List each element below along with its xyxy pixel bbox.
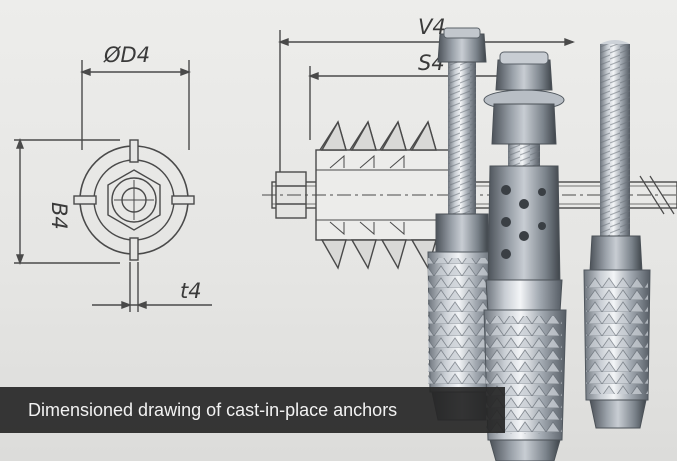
anchor-photo-left [427,27,497,421]
anchor-photo-right [583,40,651,429]
caption-bar: Dimensioned drawing of cast-in-place anc… [0,387,505,433]
end-view-drawing [14,60,212,312]
label-diameter: ØD4 [103,43,150,67]
label-thickness: t4 [180,279,202,303]
caption-text: Dimensioned drawing of cast-in-place anc… [28,399,398,420]
label-height: B4 [47,202,71,230]
